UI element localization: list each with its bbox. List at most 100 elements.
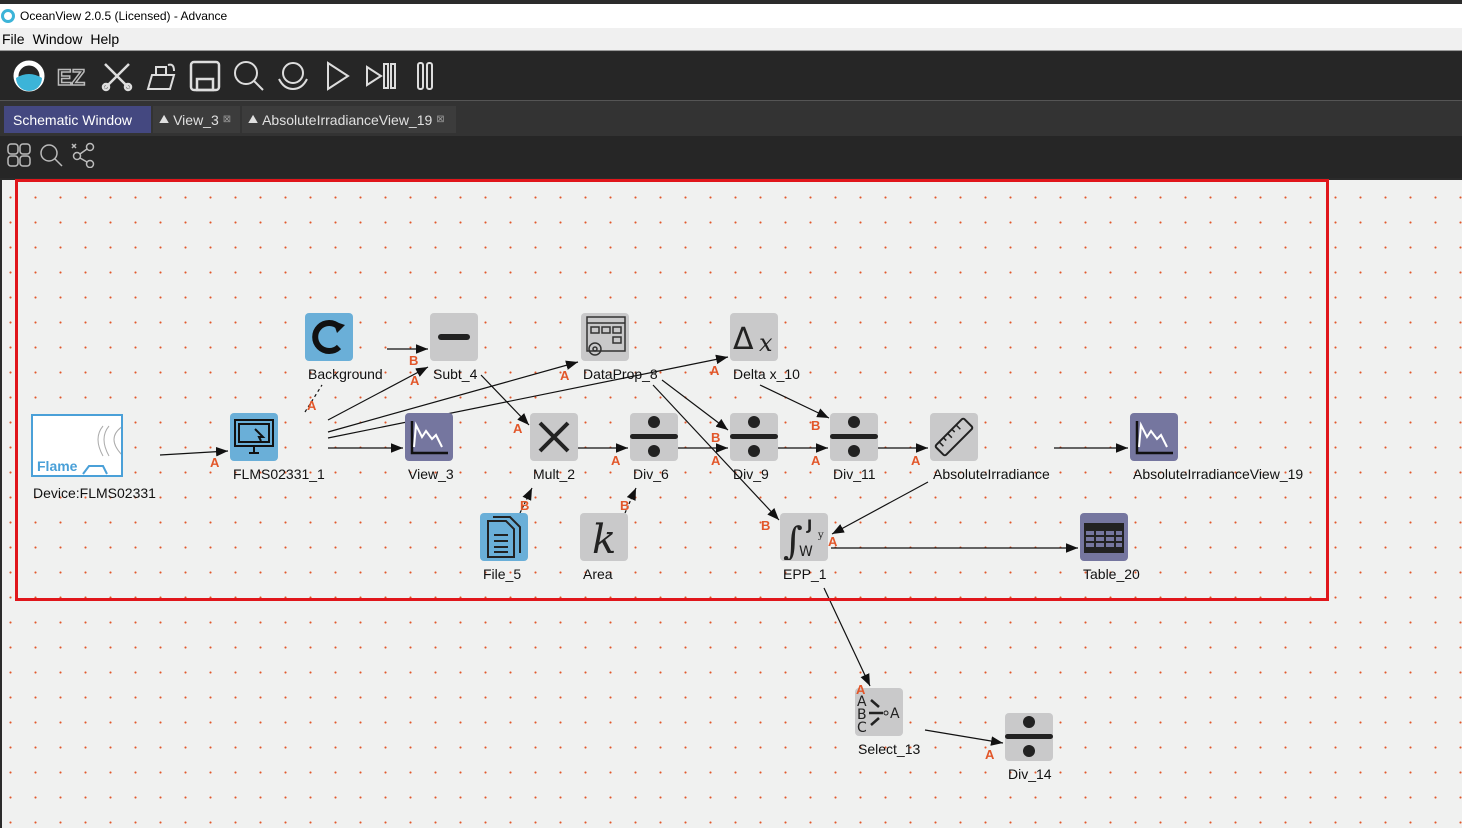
tab-bar: Schematic Window ⛰View_3⊠ ⛰AbsoluteIrrad…	[0, 100, 1462, 136]
port-label: A	[911, 453, 921, 468]
port-label: B	[520, 498, 530, 513]
zoom-icon[interactable]	[38, 142, 64, 173]
svg-text:∫: ∫	[783, 519, 803, 560]
oceanview-logo-icon[interactable]	[10, 57, 48, 95]
node-label: Area	[583, 566, 613, 582]
monitor-icon	[234, 419, 274, 454]
area-node[interactable]: k	[580, 513, 628, 561]
flms02331-1-node[interactable]	[230, 413, 278, 461]
chart-icon: ⛰	[248, 112, 259, 126]
svg-text:C: C	[857, 720, 867, 736]
connections-icon[interactable]	[70, 142, 96, 173]
device-label: Device:FLMS02331	[33, 485, 156, 501]
node-label: Subt_4	[433, 366, 478, 382]
node-label: EPP_1	[783, 566, 827, 582]
div-9-node[interactable]	[730, 413, 778, 461]
port-label: B	[711, 430, 721, 445]
svg-text:W: W	[799, 544, 813, 560]
view-3-node[interactable]	[405, 413, 453, 461]
data-properties-icon	[586, 316, 626, 356]
dataprop-8-node[interactable]	[581, 313, 629, 361]
close-icon[interactable]: ⊠	[222, 114, 232, 125]
divide-icon	[1005, 716, 1053, 757]
menu-help[interactable]: Help	[90, 31, 120, 47]
port-label: A	[811, 453, 821, 468]
top-strip	[0, 0, 1462, 4]
tab-view-3[interactable]: ⛰View_3⊠	[153, 106, 240, 133]
menu-file[interactable]: File	[2, 31, 25, 47]
svg-text:J: J	[806, 518, 812, 534]
tab-schematic-window[interactable]: Schematic Window	[4, 106, 151, 133]
close-icon[interactable]: ⊠	[436, 114, 445, 125]
div-11-node[interactable]	[830, 413, 878, 461]
table-20-node[interactable]	[1080, 513, 1128, 561]
port-label: B	[811, 418, 821, 433]
port-label: A	[513, 421, 523, 436]
background-node[interactable]	[305, 313, 353, 361]
node-label: Select_13	[858, 741, 921, 757]
tab-label: View_3	[173, 111, 219, 128]
svg-text:EZ: EZ	[57, 65, 85, 90]
node-label: AbsoluteIrradiance	[933, 466, 1050, 482]
node-label: Div_11	[833, 466, 876, 482]
flame-brand: Flame	[37, 458, 78, 474]
title-bar: OceanView 2.0.5 (Licensed) - Advance	[0, 4, 1462, 28]
chart-icon: ⛰	[159, 112, 170, 126]
port-label: A	[611, 453, 621, 468]
document-icon	[487, 516, 521, 558]
schematic-canvas[interactable]	[2, 180, 1462, 828]
port-label: A	[410, 373, 420, 388]
tab-label: AbsoluteIrradianceView_19	[262, 111, 433, 128]
divide-icon	[730, 416, 778, 457]
window-title: OceanView 2.0.5 (Licensed) - Advance	[20, 9, 228, 23]
port-label: A	[210, 455, 220, 470]
export-icon[interactable]	[142, 57, 180, 95]
svg-text:A: A	[890, 706, 900, 722]
node-label: FLMS02331_1	[233, 466, 325, 482]
node-label: Div_9	[733, 466, 769, 482]
node-label: Delta x_10	[733, 366, 800, 382]
constant-k-icon: k	[592, 517, 616, 559]
absolute-irradiance-view-19-node[interactable]	[1130, 413, 1178, 461]
tools-icon[interactable]	[98, 57, 136, 95]
divide-icon	[830, 416, 878, 457]
globe-hands-icon[interactable]	[274, 57, 312, 95]
layout-icon[interactable]	[6, 142, 32, 173]
spectrum-chart-icon	[410, 421, 448, 455]
search-icon[interactable]	[230, 57, 268, 95]
ez-icon[interactable]: EZ	[54, 57, 92, 95]
menu-window[interactable]: Window	[32, 31, 83, 47]
port-label: A	[711, 453, 721, 468]
run-icon[interactable]	[318, 57, 356, 95]
svg-text:Δ: Δ	[733, 322, 754, 357]
subt-4-node[interactable]	[430, 313, 478, 361]
absolute-irradiance-node[interactable]	[930, 413, 978, 461]
node-label: AbsoluteIrradianceView_19	[1133, 466, 1304, 482]
main-toolbar: EZ	[0, 52, 1462, 100]
pause-icon[interactable]	[406, 57, 444, 95]
app-logo-icon	[1, 9, 15, 23]
node-label: DataProp_8	[583, 366, 658, 382]
file-5-node[interactable]	[480, 513, 528, 561]
svg-text:B: B	[857, 707, 867, 723]
node-label: View_3	[408, 466, 454, 482]
div-6-node[interactable]	[630, 413, 678, 461]
port-label: A	[710, 363, 720, 378]
node-label: Div_14	[1008, 766, 1052, 782]
svg-text:y: y	[817, 530, 824, 541]
save-icon[interactable]	[186, 57, 224, 95]
div-14-node[interactable]	[1005, 713, 1053, 761]
node-label: Div_6	[633, 466, 669, 482]
port-label: A	[985, 747, 995, 762]
table-icon	[1084, 523, 1124, 553]
step-icon[interactable]	[362, 57, 400, 95]
tab-absolute-irradiance-view-19[interactable]: ⛰AbsoluteIrradianceView_19⊠	[242, 106, 456, 133]
port-label: B	[761, 518, 771, 533]
mult-2-node[interactable]	[530, 413, 578, 461]
spectrum-chart-icon	[1135, 421, 1173, 455]
flame-device-node[interactable]: Flame	[31, 414, 123, 477]
